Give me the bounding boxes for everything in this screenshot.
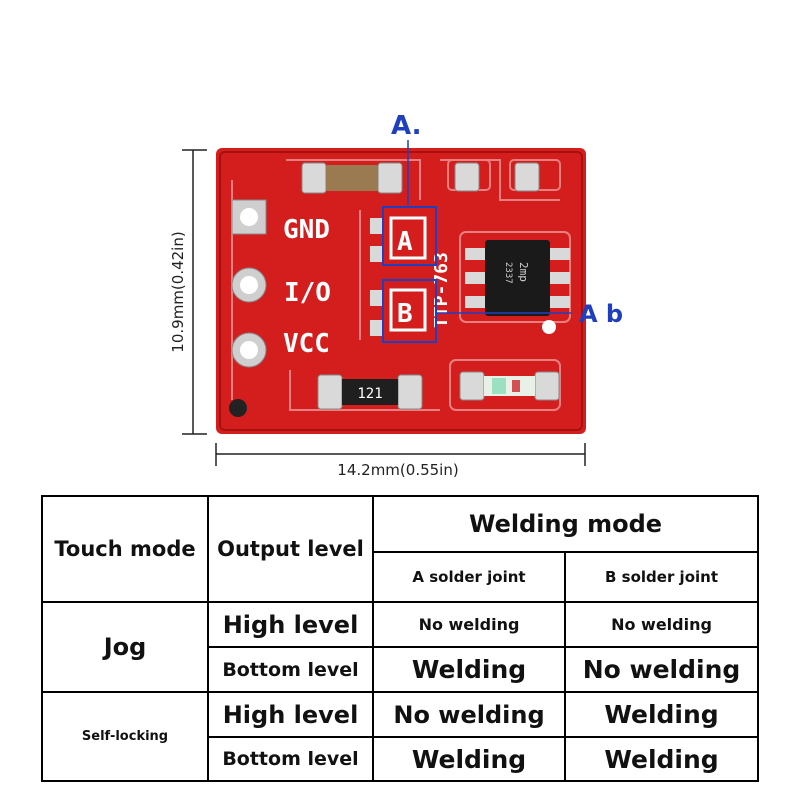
resistor-code: 121 — [357, 386, 382, 402]
width-label: 14.2mm(0.55in) — [337, 461, 458, 479]
row-b-value: No welding — [563, 601, 760, 648]
height-label: 10.9mm(0.42in) — [169, 231, 187, 352]
silk-b-box — [389, 288, 427, 332]
pin-vcc-label: VCC — [283, 329, 330, 359]
chip-code: 2mp — [517, 262, 530, 282]
mode-table: Touch mode Output level Welding mode A s… — [41, 495, 760, 782]
callout-a-label: A. — [391, 111, 421, 141]
jumper-b-pads — [370, 290, 382, 336]
callout-a — [382, 140, 437, 266]
pin-gnd-label: GND — [283, 215, 330, 245]
chip-code-2: 2337 — [503, 262, 513, 284]
top-pad-1 — [454, 162, 480, 192]
mode-self-locking: Self-locking — [41, 691, 209, 782]
jumper-a-pads — [370, 218, 382, 262]
mode-jog: Jog — [41, 601, 209, 693]
silk-b: B — [397, 299, 413, 329]
row-a-value: No welding — [372, 601, 566, 648]
silk-a-box — [389, 216, 427, 260]
row-b-value: Welding — [563, 736, 760, 782]
board-hole — [542, 320, 556, 334]
silk-a: A — [397, 227, 413, 257]
resistor-121: 121 — [317, 374, 423, 410]
pin-gnd — [231, 199, 267, 235]
row-a-value: No welding — [372, 691, 566, 738]
b-joint-header: B solder joint — [563, 551, 760, 603]
pin-io-label: I/O — [284, 278, 331, 308]
row-level: High level — [207, 601, 374, 648]
top-capacitor — [301, 162, 403, 194]
led — [459, 371, 560, 401]
a-joint-header: A solder joint — [372, 551, 566, 603]
row-level: High level — [207, 691, 374, 738]
row-b-value: No welding — [563, 646, 760, 693]
top-pad-2 — [514, 162, 540, 192]
row-a-value: Welding — [372, 646, 566, 693]
row-b-value: Welding — [563, 691, 760, 738]
welding-mode-header: Welding mode — [371, 495, 760, 553]
row-level: Bottom level — [207, 646, 374, 693]
ic-chip: 2mp 2337 — [465, 240, 570, 316]
row-a-value: Welding — [372, 736, 566, 782]
pin-io — [231, 267, 267, 303]
row-level: Bottom level — [207, 736, 374, 782]
callout-b-label: A b — [579, 300, 623, 328]
output-level-header: Output level — [207, 495, 374, 603]
height-dimension — [182, 149, 207, 435]
width-dimension — [215, 443, 586, 466]
touch-mode-header: Touch mode — [41, 495, 209, 603]
board-vertical-text: TTP-763 — [431, 252, 452, 328]
callout-b — [382, 279, 572, 343]
mounting-dot — [229, 399, 247, 417]
pin-vcc — [231, 332, 267, 368]
